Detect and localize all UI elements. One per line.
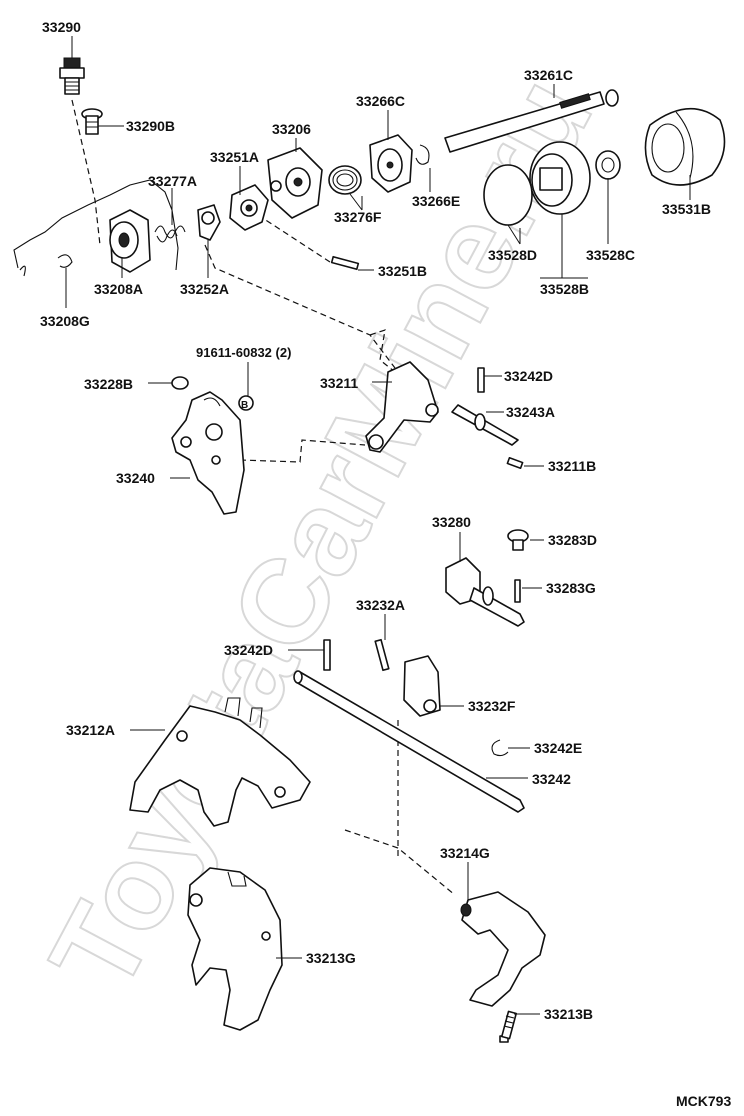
marker-circle-b: B [238, 395, 254, 411]
label-33290: 33290 [42, 19, 81, 35]
label-33252A: 33252A [180, 281, 229, 297]
part-33528C-washer [595, 150, 621, 180]
part-33240-bracket [171, 391, 245, 515]
label-33213B: 33213B [544, 1006, 593, 1022]
label-33242: 33242 [532, 771, 571, 787]
part-33528D-disc [483, 164, 533, 226]
marker-letter: B [241, 400, 248, 411]
label-33280: 33280 [432, 514, 471, 530]
label-33283G: 33283G [546, 580, 596, 596]
label-33212A: 33212A [66, 722, 115, 738]
leader-lines [65, 36, 691, 1015]
part-33242E-clip [491, 739, 509, 757]
part-33252A [197, 204, 221, 241]
part-33213B-bolt [499, 1010, 518, 1043]
part-33213G-fork [187, 867, 283, 1031]
label-33228B: 33228B [84, 376, 133, 392]
label-33277A: 33277A [148, 173, 197, 189]
part-33531B-boot [644, 107, 726, 186]
part-33251A [229, 184, 269, 231]
part-33232A-pin [374, 638, 390, 672]
part-33206 [267, 147, 323, 219]
part-33261C-shaft [444, 89, 619, 153]
part-33290B-plug [81, 108, 103, 135]
label-33211: 33211 [320, 375, 358, 391]
part-33212A-fork [129, 697, 311, 827]
label-33528B: 33528B [540, 281, 589, 297]
label-33232F: 33232F [468, 698, 516, 714]
part-33251B-pin [330, 255, 360, 271]
assembly-dashed-lines [71, 99, 456, 896]
part-33228B-nut [171, 376, 189, 390]
label-33290B: 33290B [126, 118, 175, 134]
label-33261C: 33261C [524, 67, 573, 83]
part-33266E-ring [415, 144, 430, 165]
part-33283D-bolt [507, 529, 529, 551]
part-housing-outline [13, 179, 179, 277]
label-33266E: 33266E [412, 193, 460, 209]
label-91611-60832: 91611-60832 (2) [196, 345, 291, 360]
part-33211-lever [365, 361, 439, 453]
label-33531B: 33531B [662, 201, 711, 217]
label-33276F: 33276F [334, 209, 382, 225]
part-33528B-sleeve [529, 141, 591, 215]
label-33242D-top: 33242D [504, 368, 553, 384]
part-33208A-lever [109, 209, 151, 273]
label-33528D: 33528D [488, 247, 537, 263]
label-33266C: 33266C [356, 93, 405, 109]
label-33251B: 33251B [378, 263, 427, 279]
part-33283G-pin [514, 579, 521, 603]
part-33232F-block [403, 655, 441, 717]
label-33528C: 33528C [586, 247, 635, 263]
part-labels: 33290 33290B 33206 33266C 33261C 33251A … [40, 19, 731, 1109]
part-33214G-fork [460, 891, 546, 1007]
part-33277A-spring [154, 225, 186, 243]
diagram-code: MCK793 [676, 1093, 731, 1109]
part-33280-selector [445, 557, 525, 627]
label-33242E: 33242E [534, 740, 582, 756]
part-33242D-pin-top [477, 367, 485, 393]
label-33242D-mid: 33242D [224, 642, 273, 658]
part-33242-rod [293, 670, 525, 813]
label-33283D: 33283D [548, 532, 597, 548]
part-33290-switch [59, 57, 85, 95]
part-33211B-pin [506, 456, 524, 470]
label-33214G: 33214G [440, 845, 490, 861]
label-33206: 33206 [272, 121, 311, 137]
label-33240: 33240 [116, 470, 155, 486]
label-33251A: 33251A [210, 149, 259, 165]
part-33266C [369, 134, 413, 193]
label-33211B: 33211B [548, 458, 596, 474]
part-33242D-pin-mid [323, 639, 331, 671]
label-33213G: 33213G [306, 950, 356, 966]
label-33232A: 33232A [356, 597, 405, 613]
label-33208G: 33208G [40, 313, 90, 329]
label-33208A: 33208A [94, 281, 143, 297]
part-33276F-spring [328, 165, 362, 195]
part-33243A-shaft [451, 404, 519, 446]
part-33208G-clip [57, 254, 73, 268]
label-33243A: 33243A [506, 404, 555, 420]
